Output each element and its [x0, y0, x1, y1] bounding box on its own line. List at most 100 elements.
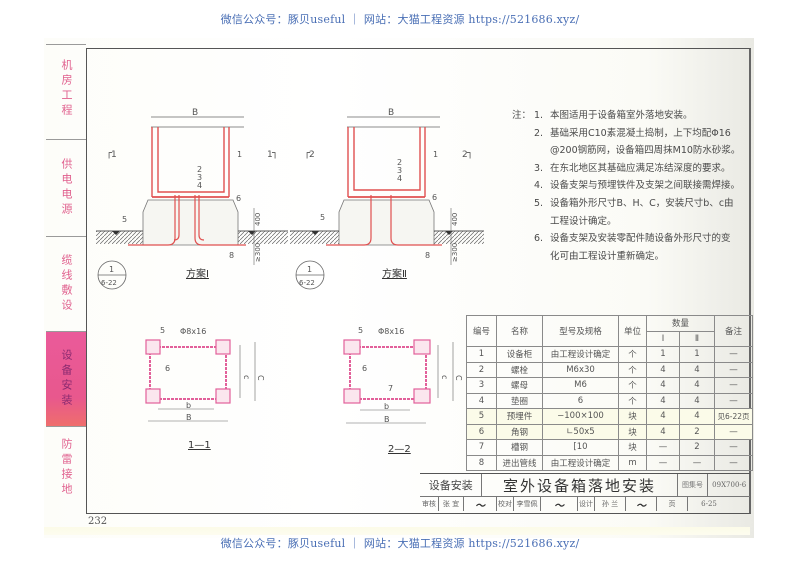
cell-q2: 4 [679, 377, 715, 394]
cell-no: 6 [466, 423, 497, 440]
scheme-2-elevation-drawing: B ┌2 2┐ 1 234 6 5 8 400 ≥300 1 6-22 方案Ⅱ [290, 108, 484, 290]
page-number: 232 [88, 516, 108, 527]
sidebar-tab-equipment-install[interactable]: 设备安装 [46, 331, 86, 426]
drawing-title: 室外设备箱落地安装 [482, 474, 678, 496]
designer-name: 孙 兰 [595, 497, 626, 511]
cell-q1: 4 [646, 423, 680, 440]
cell-remark: — [714, 392, 753, 409]
svg-text:5: 5 [122, 215, 127, 224]
svg-text:4: 4 [197, 181, 202, 190]
title-block: 设备安装 室外设备箱落地安装 图集号 09X700-6 审核 张 宜 〜 校对 … [420, 473, 750, 512]
svg-text:b: b [384, 402, 389, 411]
cell-spec: M6x30 [542, 361, 619, 378]
svg-text:6-22: 6-22 [299, 279, 315, 287]
section-2-2-plan-drawing: 5 Φ8x16 6 7 b B c C 2—2 [343, 326, 463, 455]
svg-text:B: B [186, 413, 192, 422]
header-name: 名称 [496, 315, 543, 347]
sidebar-tab-lightning-grounding[interactable]: 防雷接地 [46, 426, 86, 509]
svg-text:2: 2 [197, 165, 202, 174]
cell-unit: 块 [618, 423, 647, 440]
svg-text:2: 2 [309, 150, 315, 160]
cell-unit: 块 [618, 408, 647, 425]
cell-q1: 4 [646, 361, 680, 378]
svg-text:≥300: ≥300 [451, 243, 459, 262]
checker-signature: 〜 [541, 497, 578, 512]
cell-no: 7 [466, 439, 497, 456]
cell-q2: 1 [679, 346, 715, 363]
sidebar-tab-cabling[interactable]: 缆线敷设 [46, 236, 86, 331]
note-number: 1. [534, 110, 544, 121]
note-text: 在东北地区其基础应满足冻结深度的要求。 [550, 162, 731, 174]
atlas-number: 09X700-6 [712, 481, 747, 489]
cell-no: 4 [466, 392, 497, 409]
svg-text:6: 6 [432, 193, 437, 202]
cell-name: 角钢 [496, 423, 543, 440]
header-remark: 备注 [714, 315, 753, 347]
svg-text:3: 3 [197, 173, 202, 182]
cell-no: 2 [466, 361, 497, 378]
svg-text:6: 6 [165, 364, 170, 373]
cell-q2: 4 [679, 408, 715, 425]
note-text: 设备支架与预埋铁件及支架之间联接需焊接。 [550, 180, 741, 192]
cell-q1: 4 [646, 408, 680, 425]
svg-text:Φ8x16: Φ8x16 [180, 327, 206, 336]
header-qty-2: Ⅱ [679, 330, 715, 347]
cell-q2: 2 [679, 423, 715, 440]
cell-name: 进出管线 [496, 454, 543, 471]
cell-no: 1 [466, 346, 497, 363]
cell-name: 螺栓 [496, 361, 543, 378]
svg-text:C: C [256, 375, 265, 381]
cell-spec: −100×100 [542, 408, 619, 425]
svg-text:5: 5 [320, 213, 325, 222]
cell-spec: 由工程设计确定 [542, 454, 619, 471]
cell-unit: m [618, 454, 647, 471]
svg-text:2: 2 [397, 158, 402, 167]
design-label: 设计 [578, 497, 595, 511]
cell-remark: — [714, 377, 753, 394]
cell-unit: 个 [618, 361, 647, 378]
cell-q2: 2 [679, 439, 715, 456]
svg-text:2—2: 2—2 [388, 444, 411, 455]
reviewer-name: 张 宜 [439, 497, 464, 511]
header-no: 编号 [466, 315, 497, 347]
sidebar-tab-power-supply[interactable]: 供电电源 [46, 139, 86, 236]
cell-no: 5 [466, 408, 497, 425]
svg-text:8: 8 [229, 251, 234, 260]
cell-q1: 4 [646, 392, 680, 409]
note-text: 化可由工程设计重新确定。 [550, 250, 665, 262]
svg-text:1: 1 [109, 265, 114, 274]
svg-text:方案Ⅰ: 方案Ⅰ [186, 267, 209, 280]
cell-remark: — [714, 361, 753, 378]
section-1-1-plan-drawing: 5 Φ8x16 6 b B c C 1—1 [145, 326, 265, 451]
cell-name: 槽钢 [496, 439, 543, 456]
cell-remark: — [714, 439, 753, 456]
note-text: 本图适用于设备箱室外落地安装。 [550, 110, 693, 121]
cell-unit: 个 [618, 346, 647, 363]
cell-name: 垫圈 [496, 392, 543, 409]
sidebar-tab-machine-room[interactable]: 机房工程 [46, 44, 86, 133]
svg-text:1—1: 1—1 [188, 440, 211, 451]
svg-text:C: C [454, 375, 463, 381]
svg-text:B: B [192, 108, 198, 118]
svg-text:6: 6 [236, 194, 241, 203]
header-qty-1: Ⅰ [646, 330, 680, 347]
note-text: 工程设计确定。 [550, 215, 617, 227]
note-number: 3. [534, 162, 544, 174]
header-spec: 型号及规格 [542, 315, 619, 347]
note-number: 2. [534, 127, 544, 139]
watermark-top: 微信公众号：豚贝useful ｜ 网站：大猫工程资源 https://52168… [220, 13, 580, 26]
check-label: 校对 [497, 497, 514, 511]
drawing-frame [86, 48, 751, 514]
note-number: 6. [534, 233, 544, 245]
cell-q1: 1 [646, 346, 680, 363]
cell-unit: 块 [618, 439, 647, 456]
svg-text:┐: ┐ [467, 148, 473, 159]
cell-q2: 4 [679, 392, 715, 409]
cell-unit: 个 [618, 377, 647, 394]
note-number: 4. [534, 180, 544, 192]
